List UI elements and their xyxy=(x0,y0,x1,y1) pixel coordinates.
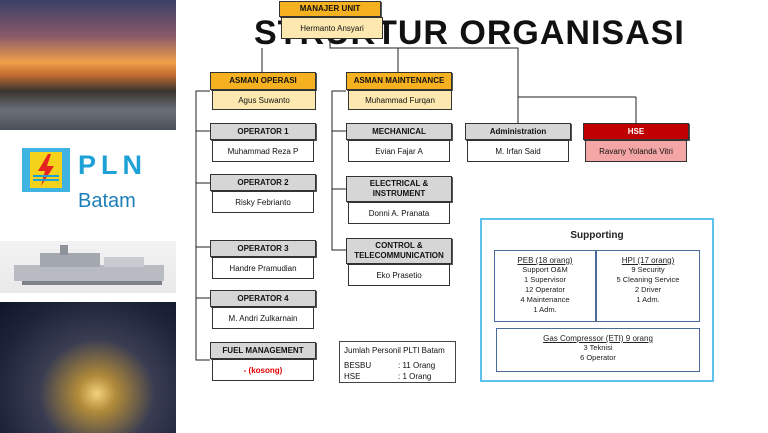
operator-2-role: OPERATOR 2 xyxy=(210,174,316,191)
supporting-panel: Supporting PEB (18 orang) Support O&M 1 … xyxy=(480,218,714,382)
personnel-row-label: BESBU xyxy=(344,361,372,370)
personnel-summary-box: Jumlah Personil PLTI Batam BESBU : 11 Or… xyxy=(339,341,456,383)
asman-operasi-role: ASMAN OPERASI xyxy=(210,72,316,90)
personnel-row-label: HSE xyxy=(344,372,361,381)
hse-name: Ravany Yolanda Vitri xyxy=(585,140,687,162)
administration-name: M. Irfan Said xyxy=(467,140,569,162)
supporting-title: Supporting xyxy=(570,230,624,241)
peb-line: 4 Maintenance xyxy=(520,295,570,304)
fuel-management-role: FUEL MANAGEMENT xyxy=(210,342,316,359)
hse-role: HSE xyxy=(583,123,689,140)
hpi-title: HPI (17 orang) xyxy=(621,256,675,265)
operator-4-name: M. Andri Zulkarnain xyxy=(212,307,314,329)
gas-compressor-line: 6 Operator xyxy=(580,353,616,362)
personnel-row-value: : 11 Orang xyxy=(398,361,436,370)
pln-logo-icon xyxy=(22,148,70,192)
operator-3-name: Handre Pramudian xyxy=(212,257,314,279)
personnel-row: BESBU : 11 Orang xyxy=(344,360,451,371)
fuel-management-name: - (kosong) xyxy=(212,359,314,381)
pln-brand-text: PLN xyxy=(78,150,147,180)
manager-name: Hermanto Ansyari xyxy=(281,17,383,39)
mechanical-name: Evian Fajar A xyxy=(348,140,450,162)
personnel-row-value: : 1 Orang xyxy=(398,372,432,381)
operator-1-role: OPERATOR 1 xyxy=(210,123,316,140)
hpi-line: 1 Adm. xyxy=(636,295,660,304)
peb-title: PEB (18 orang) xyxy=(517,256,573,265)
hpi-line: 2 Driver xyxy=(634,285,662,294)
operator-4-role: OPERATOR 4 xyxy=(210,290,316,307)
peb-line: 12 Operator xyxy=(524,285,566,294)
hpi-line: 9 Security xyxy=(631,265,665,274)
manager-role: MANAJER UNIT xyxy=(279,1,381,17)
gas-compressor-box: Gas Compressor (ETI) 9 orang 3 Teknisi 6… xyxy=(496,328,700,372)
plant-sunset-photo xyxy=(0,0,176,130)
peb-line: 1 Adm. xyxy=(533,305,557,314)
control-telecom-role: CONTROL & TELECOMMUNICATION xyxy=(346,238,452,264)
gas-compressor-title: Gas Compressor (ETI) 9 orang xyxy=(543,334,653,343)
pln-region-text: Batam xyxy=(78,190,136,212)
peb-box: PEB (18 orang) Support O&M 1 Supervisor … xyxy=(494,250,596,322)
mechanical-role: MECHANICAL xyxy=(346,123,452,140)
hpi-box: HPI (17 orang) 9 Security 5 Cleaning Ser… xyxy=(596,250,700,322)
left-photo-panel: PLN Batam xyxy=(0,0,176,433)
operator-2-name: Risky Febrianto xyxy=(212,191,314,213)
electrical-instrument-name: Donni A. Pranata xyxy=(348,202,450,224)
plant-night-photo xyxy=(0,302,176,433)
turbine-plant-photo xyxy=(0,241,176,293)
peb-line: 1 Supervisor xyxy=(523,275,567,284)
asman-maintenance-role: ASMAN MAINTENANCE xyxy=(346,72,452,90)
electrical-instrument-role: ELECTRICAL & INSTRUMENT xyxy=(346,176,452,202)
control-telecom-name: Eko Prasetio xyxy=(348,264,450,286)
peb-line: Support O&M xyxy=(522,265,568,274)
personnel-summary-title: Jumlah Personil PLTI Batam xyxy=(344,346,445,355)
asman-operasi-name: Agus Suwanto xyxy=(212,90,316,110)
hpi-line: 5 Cleaning Service xyxy=(616,275,680,284)
asman-maintenance-name: Muhammad Furqan xyxy=(348,90,452,110)
administration-role: Administration xyxy=(465,123,571,140)
gas-compressor-line: 3 Teknisi xyxy=(583,343,613,352)
operator-1-name: Muhammad Reza P xyxy=(212,140,314,162)
operator-3-role: OPERATOR 3 xyxy=(210,240,316,257)
personnel-row: HSE : 1 Orang xyxy=(344,371,451,382)
